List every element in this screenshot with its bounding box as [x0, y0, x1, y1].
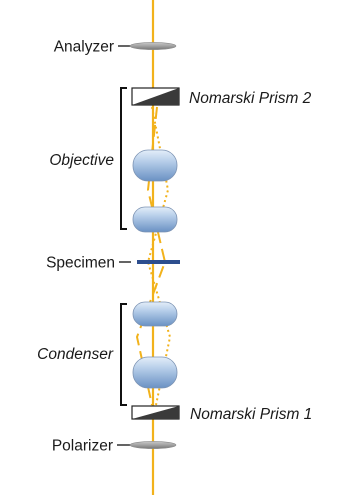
prism-1-wedge [132, 406, 179, 419]
objective-lens-lower [132, 206, 178, 233]
analyzer-group: Analyzer [54, 39, 177, 56]
polarizer-group: Polarizer [52, 438, 177, 455]
nomarski-prism-1-label: Nomarski Prism 1 [190, 406, 312, 423]
polarizer-label: Polarizer [52, 438, 113, 455]
objective-label: Objective [49, 152, 114, 169]
condenser-bracket [120, 303, 127, 406]
nomarski-prism-2-label: Nomarski Prism 2 [189, 90, 312, 107]
condenser-label: Condenser [37, 346, 114, 363]
condenser-lens-upper [132, 301, 178, 327]
condenser-lens-lower [132, 356, 178, 389]
objective-bracket [120, 87, 127, 230]
nomarski-prism-1: Nomarski Prism 1 [131, 405, 312, 423]
specimen-group: Specimen [46, 255, 180, 272]
polarizer-disc [129, 441, 177, 449]
specimen-label: Specimen [46, 255, 115, 272]
analyzer-label: Analyzer [54, 39, 114, 56]
analyzer-disc [129, 42, 177, 50]
specimen-slide [137, 260, 180, 264]
nomarski-prism-2: Nomarski Prism 2 [131, 87, 312, 107]
objective-lens-upper [132, 149, 178, 182]
prism-2-wedge [132, 88, 179, 105]
